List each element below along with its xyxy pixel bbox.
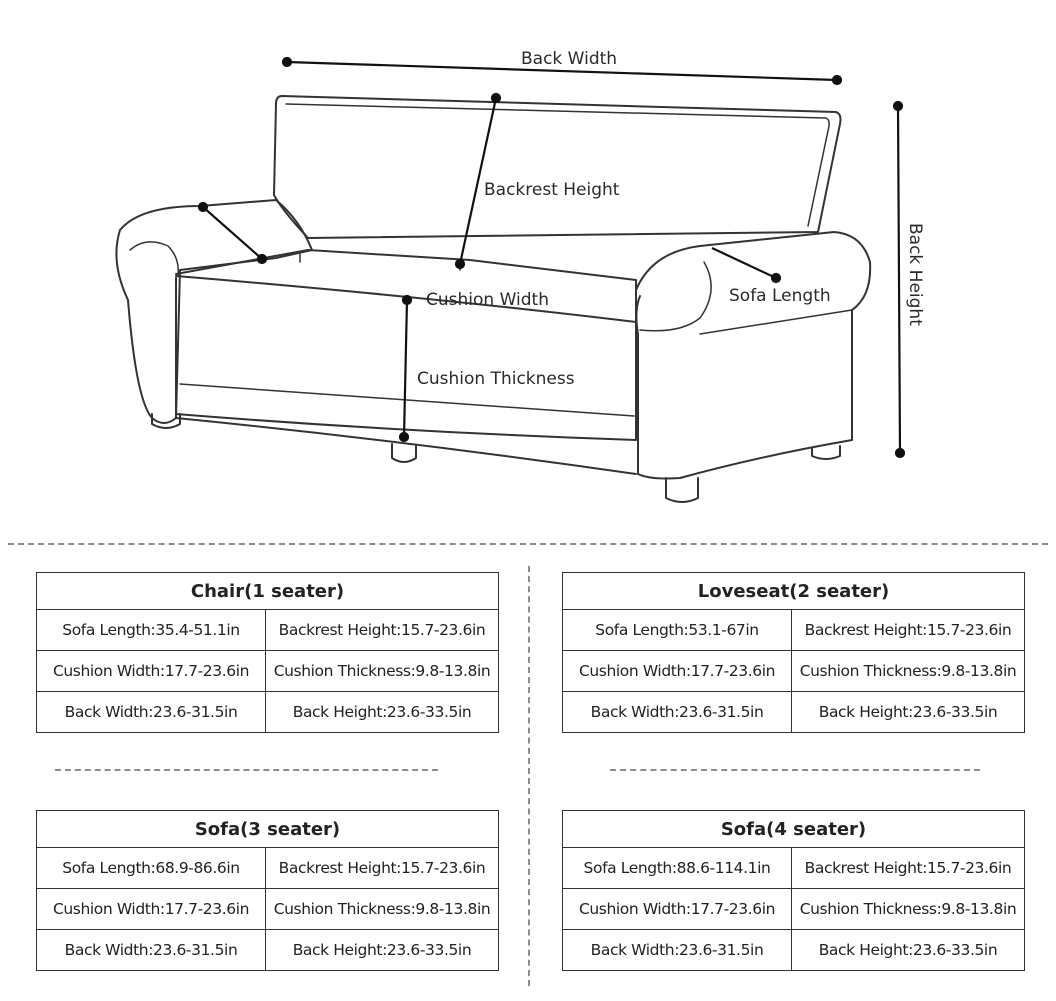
spec-backrest-height: Backrest Height:15.7-23.6in: [264, 609, 500, 651]
spec-cushion-thickness: Cushion Thickness:9.8-13.8in: [265, 888, 499, 930]
table-title: Sofa(3 seater): [36, 810, 499, 848]
sofa-backrest: [273, 95, 842, 239]
size-table-loveseat: Loveseat(2 seater) Sofa Length:53.1-67in…: [561, 572, 1026, 733]
label-cushion-width: Cushion Width: [426, 290, 549, 310]
spec-back-width: Back Width:23.6-31.5in: [36, 691, 266, 733]
label-cushion-thickness: Cushion Thickness: [417, 369, 575, 389]
spec-sofa-length: Sofa Length:35.4-51.1in: [36, 609, 266, 651]
spec-back-height: Back Height:23.6-33.5in: [790, 691, 1026, 733]
sofa-right-arm: [635, 231, 872, 480]
sofa-foot: [151, 413, 181, 429]
spec-back-width: Back Width:23.6-31.5in: [562, 691, 792, 733]
spec-cushion-width: Cushion Width:17.7-23.6in: [36, 888, 266, 930]
spec-cushion-thickness: Cushion Thickness:9.8-13.8in: [791, 888, 1025, 930]
spec-back-height: Back Height:23.6-33.5in: [264, 691, 500, 733]
table-row: Back Width:23.6-31.5in Back Height:23.6-…: [36, 691, 500, 733]
sofa-foot: [391, 443, 417, 463]
spec-sofa-length: Sofa Length:68.9-86.6in: [36, 847, 266, 889]
sofa-length-line: [711, 247, 777, 279]
spec-back-height: Back Height:23.6-33.5in: [791, 929, 1025, 971]
table-row: Sofa Length:53.1-67in Backrest Height:15…: [562, 609, 1026, 651]
sofa-dimension-diagram: Back Width Backrest Height Cushion Width…: [115, 49, 925, 503]
spec-back-width: Back Width:23.6-31.5in: [562, 929, 792, 971]
sofa-foot: [811, 445, 841, 460]
label-back-width: Back Width: [521, 49, 617, 69]
spec-cushion-thickness: Cushion Thickness:9.8-13.8in: [264, 650, 500, 692]
sofa-left-arm: [115, 199, 313, 424]
spec-backrest-height: Backrest Height:15.7-23.6in: [791, 847, 1025, 889]
arm-line: [202, 206, 263, 260]
dashed-divider-horizontal: [8, 543, 1048, 545]
table-row: Cushion Width:17.7-23.6in Cushion Thickn…: [562, 650, 1026, 692]
cushion-thickness-line: [402, 299, 409, 438]
back-height-line: [896, 105, 902, 454]
spec-cushion-width: Cushion Width:17.7-23.6in: [36, 650, 266, 692]
table-row: Cushion Width:17.7-23.6in Cushion Thickn…: [36, 650, 500, 692]
spec-sofa-length: Sofa Length:88.6-114.1in: [562, 847, 792, 889]
spec-backrest-height: Backrest Height:15.7-23.6in: [265, 847, 499, 889]
size-table-sofa-3-seater: Sofa(3 seater) Sofa Length:68.9-86.6in B…: [36, 810, 499, 971]
size-table-chair: Chair(1 seater) Sofa Length:35.4-51.1in …: [35, 572, 500, 733]
spec-sofa-length: Sofa Length:53.1-67in: [562, 609, 792, 651]
table-row: Sofa Length:88.6-114.1in Backrest Height…: [562, 847, 1025, 889]
backrest-height-line: [458, 97, 498, 265]
table-row: Back Width:23.6-31.5in Back Height:23.6-…: [562, 691, 1026, 733]
label-back-height: Back Height: [905, 223, 925, 326]
spec-back-width: Back Width:23.6-31.5in: [36, 929, 266, 971]
table-title: Loveseat(2 seater): [561, 572, 1026, 610]
spec-cushion-thickness: Cushion Thickness:9.8-13.8in: [790, 650, 1026, 692]
sofa-foot: [665, 477, 699, 503]
sofa-front: [175, 277, 637, 441]
table-row: Back Width:23.6-31.5in Back Height:23.6-…: [36, 929, 499, 971]
table-row: Sofa Length:35.4-51.1in Backrest Height:…: [36, 609, 500, 651]
label-sofa-length: Sofa Length: [729, 286, 831, 306]
table-row: Cushion Width:17.7-23.6in Cushion Thickn…: [36, 888, 499, 930]
spec-cushion-width: Cushion Width:17.7-23.6in: [562, 650, 792, 692]
dashed-divider-left: [55, 769, 438, 771]
dashed-divider-vertical: [528, 566, 530, 986]
spec-back-height: Back Height:23.6-33.5in: [265, 929, 499, 971]
table-title: Sofa(4 seater): [562, 810, 1025, 848]
spec-cushion-width: Cushion Width:17.7-23.6in: [562, 888, 792, 930]
table-row: Back Width:23.6-31.5in Back Height:23.6-…: [562, 929, 1025, 971]
spec-backrest-height: Backrest Height:15.7-23.6in: [790, 609, 1026, 651]
table-row: Cushion Width:17.7-23.6in Cushion Thickn…: [562, 888, 1025, 930]
table-row: Sofa Length:68.9-86.6in Backrest Height:…: [36, 847, 499, 889]
size-table-sofa-4-seater: Sofa(4 seater) Sofa Length:88.6-114.1in …: [562, 810, 1025, 971]
dashed-divider-right: [610, 769, 980, 771]
back-width-line: [286, 60, 838, 82]
table-title: Chair(1 seater): [35, 572, 500, 610]
label-backrest-height: Backrest Height: [484, 180, 620, 200]
